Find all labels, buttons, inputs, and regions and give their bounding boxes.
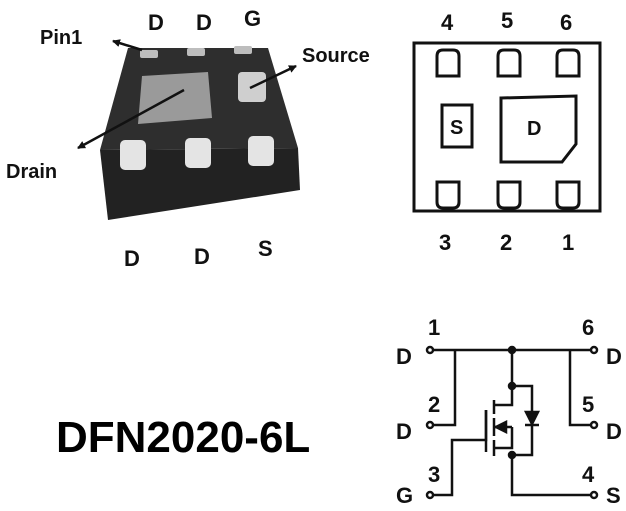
- bottom-pin-label: D: [124, 246, 140, 271]
- source-connection: [494, 427, 514, 450]
- footprint: S D 4 5 6 3 2 1: [412, 8, 602, 255]
- front-pin-3: [248, 136, 274, 166]
- footprint-pin-number: 4: [441, 10, 454, 35]
- footprint-pad-3: [435, 180, 461, 210]
- front-pin-1: [120, 140, 146, 170]
- pin-3-terminal: [425, 490, 435, 500]
- junction-dot: [507, 381, 517, 391]
- schematic-pin-name: D: [606, 344, 622, 369]
- schematic-pin-number: 1: [428, 315, 440, 340]
- pin-1-terminal: [425, 345, 435, 355]
- top-pin-label: D: [148, 10, 164, 35]
- footprint-source-pad: [440, 103, 474, 149]
- pin-5-wire: [568, 350, 594, 427]
- top-pin-label: D: [196, 10, 212, 35]
- pin1-arrow: [112, 39, 143, 52]
- source-wire: [510, 455, 594, 497]
- top-pin-2: [187, 48, 205, 56]
- schematic-pin-name: S: [606, 483, 621, 508]
- footprint-pad-6: [555, 48, 581, 78]
- schematic-pin-number: 6: [582, 315, 594, 340]
- top-pin-3: [234, 46, 252, 54]
- package-front-face: [100, 148, 300, 220]
- junction-dot: [507, 345, 517, 355]
- footprint-pin-number: 1: [562, 230, 574, 255]
- pin-6-terminal: [589, 345, 599, 355]
- footprint-source-label: S: [450, 117, 463, 139]
- footprint-outline: [412, 41, 602, 213]
- schematic-pin-number: 4: [582, 462, 595, 487]
- pin-4-terminal: [589, 490, 599, 500]
- package-name: DFN2020-6L: [56, 413, 310, 462]
- schematic-pin-number: 2: [428, 392, 440, 417]
- schematic-pin-number: 5: [582, 392, 594, 417]
- top-pin-1: [140, 50, 158, 58]
- schematic-pin-number: 3: [428, 462, 440, 487]
- schematic: [425, 345, 599, 500]
- pin1-callout: Pin1: [40, 27, 82, 49]
- bottom-pin-label: D: [194, 244, 210, 269]
- schematic-pin-name: D: [396, 419, 412, 444]
- footprint-pin-number: 2: [500, 230, 512, 255]
- package-photo: Pin1 Source Drain D D G D D S: [6, 6, 370, 271]
- drain-connection: [494, 350, 514, 407]
- footprint-pad-5: [496, 48, 522, 78]
- footprint-drain-pad: [499, 94, 578, 164]
- front-pin-2: [185, 138, 211, 168]
- source-callout: Source: [302, 45, 370, 67]
- footprint-pad-4: [435, 48, 461, 78]
- top-pin-label: G: [244, 6, 261, 31]
- footprint-pin-number: 6: [560, 10, 572, 35]
- schematic-pin-name: D: [606, 419, 622, 444]
- schematic-pin-name: D: [396, 344, 412, 369]
- schematic-pin-name: G: [396, 483, 413, 508]
- footprint-pad-2: [496, 180, 522, 210]
- footprint-pin-number: 3: [439, 230, 451, 255]
- bottom-pin-label: S: [258, 236, 273, 261]
- drain-callout: Drain: [6, 161, 57, 183]
- schematic-labels: 1 2 3 D D G 6 5 4 D D S: [396, 315, 622, 508]
- pin-5-terminal: [589, 420, 599, 430]
- footprint-pin-number: 5: [501, 8, 513, 33]
- junction-dot: [507, 450, 517, 460]
- drain-pad: [138, 72, 212, 124]
- footprint-drain-label: D: [527, 118, 541, 140]
- drain-arrow: [77, 88, 185, 150]
- source-arrow: [249, 64, 297, 90]
- pin-2-terminal: [425, 420, 435, 430]
- diode-triangle: [523, 410, 541, 427]
- body-arrow: [493, 419, 508, 435]
- pin-2-wire: [430, 350, 457, 427]
- footprint-pad-1: [555, 180, 581, 210]
